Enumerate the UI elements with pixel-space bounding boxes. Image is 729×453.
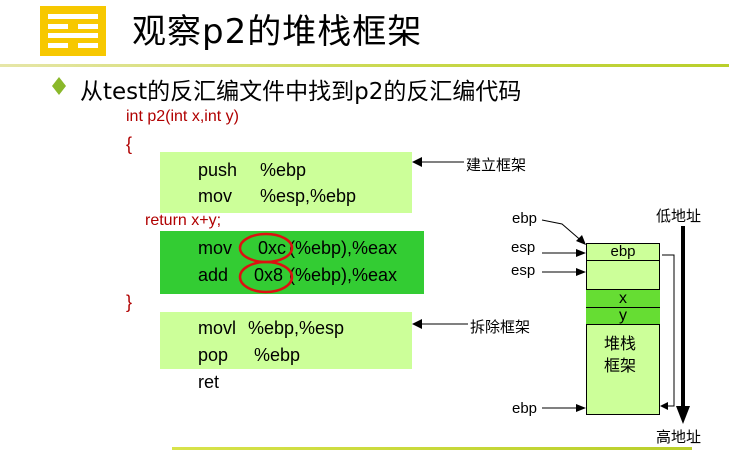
teardown-arrow-icon <box>412 319 468 329</box>
setup-frame-label: 建立框架 <box>466 156 527 174</box>
pop-arg: %ebp <box>254 345 301 365</box>
ebp-top-arrow-icon <box>541 219 585 244</box>
add-op: add <box>198 265 229 285</box>
push-arg: %ebp <box>260 160 307 180</box>
setup-code-box <box>160 152 412 213</box>
title-divider <box>0 64 729 67</box>
movl-arg: %ebp,%esp <box>248 318 345 338</box>
stack-cell-y-label: y <box>619 307 627 324</box>
mov2-op: mov <box>198 238 233 258</box>
add-rest: (%ebp),%eax <box>289 265 398 285</box>
saved-ebp-link-arrow <box>662 254 675 407</box>
stack-cell-x: x <box>586 290 660 308</box>
code-close-brace: } <box>126 292 133 312</box>
stack-cell-ebp: ebp <box>586 243 660 261</box>
mov2-offset: 0xc <box>258 238 287 258</box>
subtitle: 从test的反汇编文件中找到p2的反汇编代码 <box>80 79 522 105</box>
push-op: push <box>198 160 238 180</box>
pointer-ebp-top-label: ebp <box>512 210 538 227</box>
bottom-divider <box>172 447 692 450</box>
address-direction-arrow-icon <box>676 226 690 424</box>
movl-op: movl <box>198 318 237 338</box>
code-open-brace: { <box>126 134 133 154</box>
high-address-label: 高地址 <box>656 428 702 446</box>
mov2-rest: (%ebp),%eax <box>289 238 398 258</box>
code-signature: int p2(int x,int y) <box>126 108 239 125</box>
teardown-frame-label: 拆除框架 <box>470 318 531 336</box>
stack-frame <box>586 243 660 415</box>
teardown-code-box <box>160 312 412 369</box>
pop-op: pop <box>198 345 229 365</box>
mov1-arg: %esp,%ebp <box>260 186 357 206</box>
add-offset: 0x8 <box>254 265 284 285</box>
diamond-bullet-icon <box>52 77 66 95</box>
page-title: 观察p2的堆栈框架 <box>132 12 423 52</box>
stack-cell-empty <box>586 261 660 290</box>
stack-cell-ebp-label: ebp <box>610 243 636 260</box>
pointer-esp-2-label: esp <box>511 262 536 279</box>
low-address-label: 低地址 <box>656 207 702 225</box>
stack-cell-x-label: x <box>619 290 627 307</box>
stack-frame-label-2: 框架 <box>604 356 637 375</box>
circle-0xc <box>238 232 294 264</box>
body-code-box <box>160 231 424 294</box>
setup-arrow-icon <box>412 157 464 167</box>
ret-op: ret <box>198 372 220 392</box>
stack-arrows <box>541 219 675 412</box>
offset-highlight-circles <box>238 232 294 294</box>
stack-frame-label-1: 堆栈 <box>604 334 637 353</box>
mov1-op: mov <box>198 186 233 206</box>
pointer-ebp-bottom-label: ebp <box>512 400 538 417</box>
logo-icon <box>40 6 106 56</box>
circle-0x8 <box>238 260 294 294</box>
stack-cell-y: y <box>586 308 660 325</box>
code-return: return x+y; <box>145 212 222 229</box>
pointer-esp-1-label: esp <box>511 239 536 256</box>
